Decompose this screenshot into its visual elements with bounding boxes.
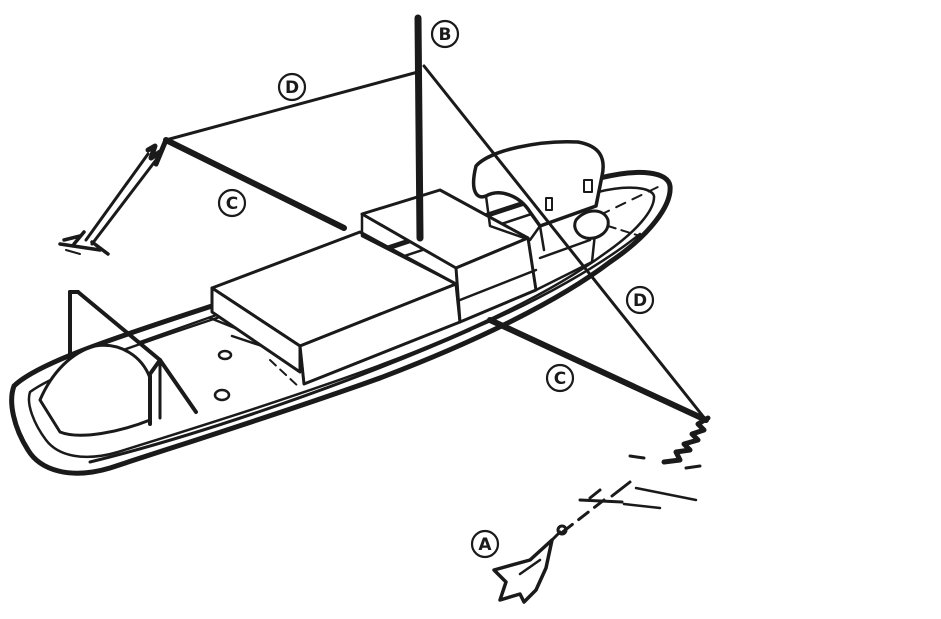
callout-mast-label: B <box>439 25 452 45</box>
callout-line-c-stern-label: C <box>554 369 566 389</box>
callout-line-c-bow-label: C <box>226 194 238 214</box>
callout-line-c-stern: C <box>545 363 575 393</box>
bow-shore-stake <box>58 137 169 256</box>
bow-rail <box>38 290 198 437</box>
anchor-icon <box>492 524 568 604</box>
anchor-rode <box>558 480 698 536</box>
callout-line-c-bow: C <box>217 188 247 218</box>
line-c-stern <box>487 317 709 423</box>
callout-mast: B <box>430 19 460 49</box>
stern-stake <box>628 415 711 470</box>
callout-line-d-stern-label: D <box>633 291 647 311</box>
callout-line-d-bow: D <box>277 72 307 102</box>
callout-line-d-stern: D <box>625 285 655 315</box>
console-area <box>360 139 641 324</box>
callout-line-d-bow-label: D <box>285 78 299 98</box>
line-d-bow <box>164 70 420 142</box>
callout-anchor-label: A <box>478 535 492 555</box>
line-c-bow <box>163 137 347 231</box>
line-d-stern <box>422 64 708 422</box>
callout-anchor: A <box>470 529 500 559</box>
mast-pole <box>414 14 424 242</box>
